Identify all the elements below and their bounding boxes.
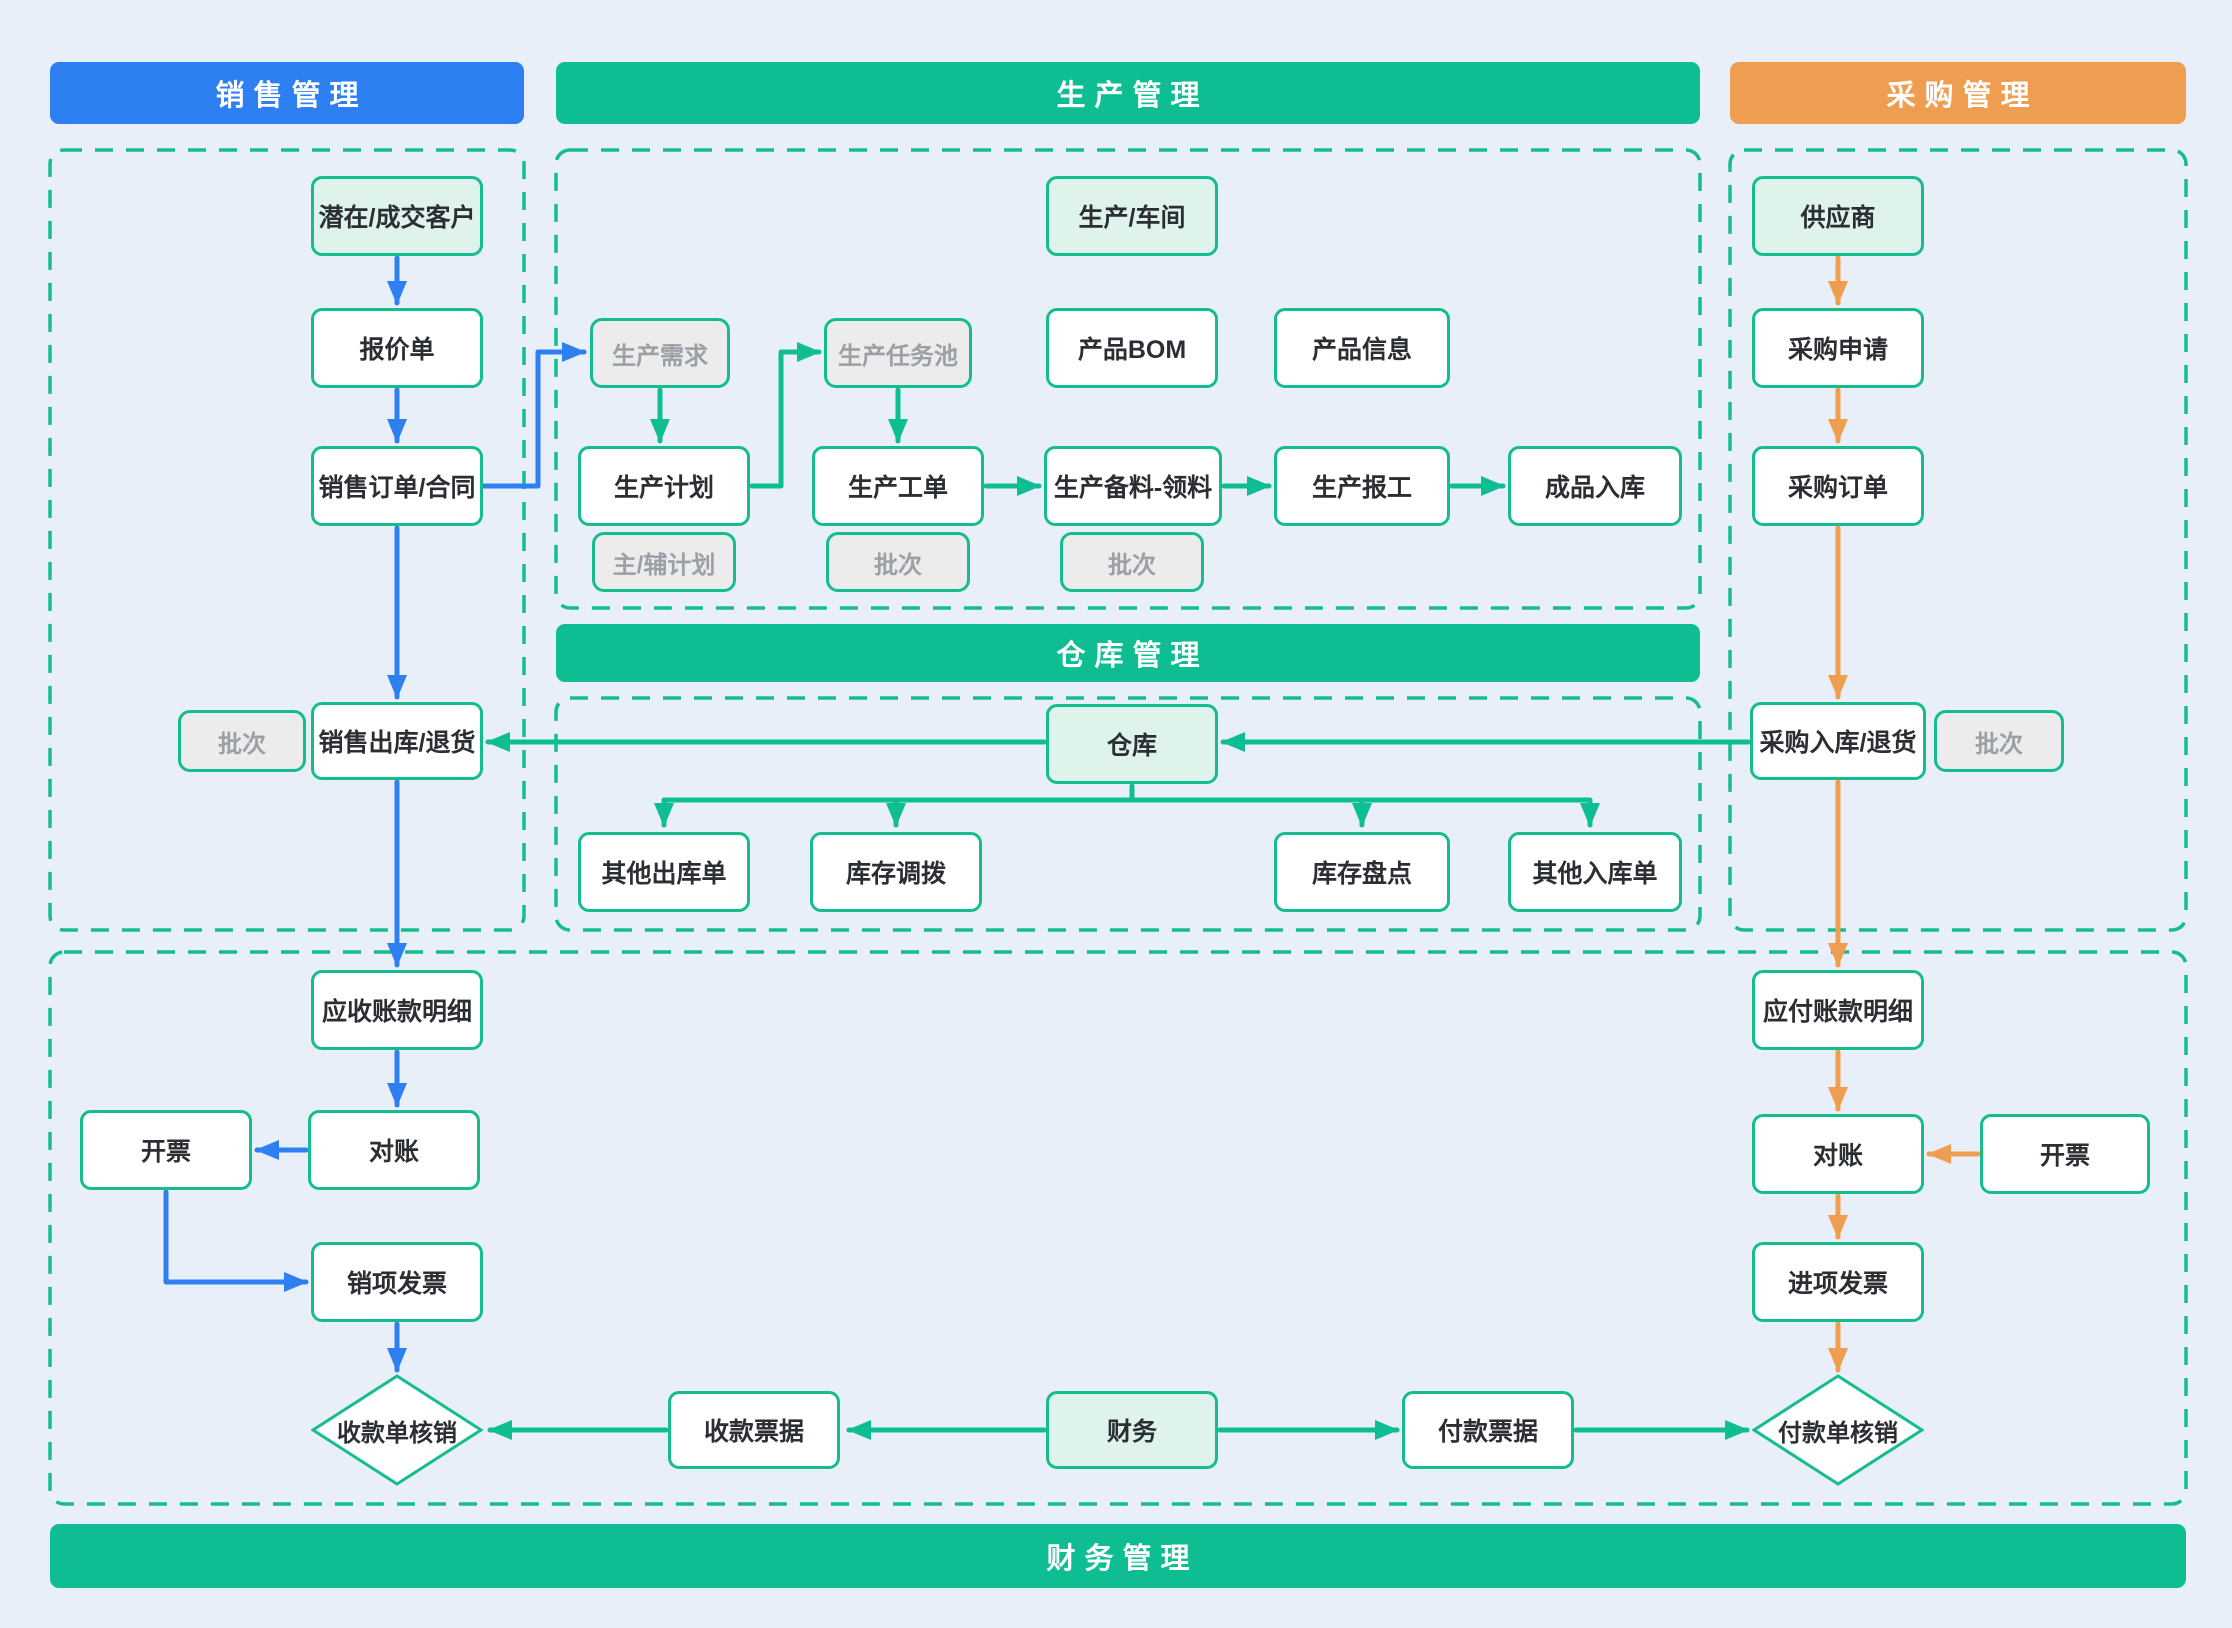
diamond-shape (311, 1374, 483, 1486)
node-purchase-order: 采购订单 (1752, 446, 1924, 526)
node-ap-detail: 应付账款明细 (1752, 970, 1924, 1050)
sales-region (48, 148, 526, 932)
node-prod-demand: 生产需求 (590, 318, 730, 388)
node-reconcile-right: 对账 (1752, 1114, 1924, 1194)
finance-region (48, 950, 2188, 1506)
procurement-region (1728, 148, 2188, 932)
node-purchase-invoice: 进项发票 (1752, 1242, 1924, 1322)
node-supplier: 供应商 (1752, 176, 1924, 256)
node-finance-dept: 财务 (1046, 1391, 1218, 1469)
node-inventory-transfer: 库存调拨 (810, 832, 982, 912)
node-payment-writeoff: 付款单核销 (1752, 1374, 1924, 1486)
node-product-info: 产品信息 (1274, 308, 1450, 388)
arrow-plan-to-taskpool (749, 342, 822, 489)
node-inventory-count: 库存盘点 (1274, 832, 1450, 912)
node-invoice-right: 开票 (1980, 1114, 2150, 1194)
node-main-aux-plan: 主/辅计划 (592, 532, 736, 592)
procurement-header-band: 采购管理 (1730, 62, 2186, 124)
node-other-outbound: 其他出库单 (578, 832, 750, 912)
node-purchase-inbound: 采购入库/退货 (1750, 702, 1926, 780)
node-batch-purchase: 批次 (1934, 710, 2064, 772)
node-finished-inbound: 成品入库 (1508, 446, 1682, 526)
warehouse-region (554, 696, 1702, 932)
production-header-band: 生产管理 (556, 62, 1700, 124)
node-batch-sales: 批次 (178, 710, 306, 772)
node-lead-customer: 潜在/成交客户 (311, 176, 483, 256)
node-invoice-left: 开票 (80, 1110, 252, 1190)
node-prod-taskpool: 生产任务池 (824, 318, 972, 388)
node-receipt-note: 收款票据 (668, 1391, 840, 1469)
node-prod-report: 生产报工 (1274, 446, 1450, 526)
node-ar-detail: 应收账款明细 (311, 970, 483, 1050)
warehouse-header-band: 仓库管理 (556, 624, 1700, 682)
sales-header-band: 销售管理 (50, 62, 524, 124)
node-payment-note: 付款票据 (1402, 1391, 1574, 1469)
node-receipt-writeoff: 收款单核销 (311, 1374, 483, 1486)
node-batch-material: 批次 (1060, 532, 1204, 592)
arrow-order-to-prod-demand (480, 342, 587, 489)
node-workshop: 生产/车间 (1046, 176, 1218, 256)
node-prod-material: 生产备料-领料 (1044, 446, 1222, 526)
node-quotation: 报价单 (311, 308, 483, 388)
node-other-inbound: 其他入库单 (1508, 832, 1682, 912)
node-purchase-request: 采购申请 (1752, 308, 1924, 388)
arrow-invoice-to-sales-invoice (163, 1189, 309, 1292)
node-sales-order: 销售订单/合同 (311, 446, 483, 526)
node-sales-invoice: 销项发票 (311, 1242, 483, 1322)
node-prod-plan: 生产计划 (578, 446, 750, 526)
node-batch-workorder: 批次 (826, 532, 970, 592)
node-warehouse: 仓库 (1046, 704, 1218, 784)
finance-header-band: 财务管理 (50, 1524, 2186, 1588)
node-reconcile-left: 对账 (308, 1110, 480, 1190)
diamond-shape (1752, 1374, 1924, 1486)
node-product-bom: 产品BOM (1046, 308, 1218, 388)
node-prod-workorder: 生产工单 (812, 446, 984, 526)
node-sales-outbound: 销售出库/退货 (311, 702, 483, 780)
production-region (554, 148, 1702, 610)
